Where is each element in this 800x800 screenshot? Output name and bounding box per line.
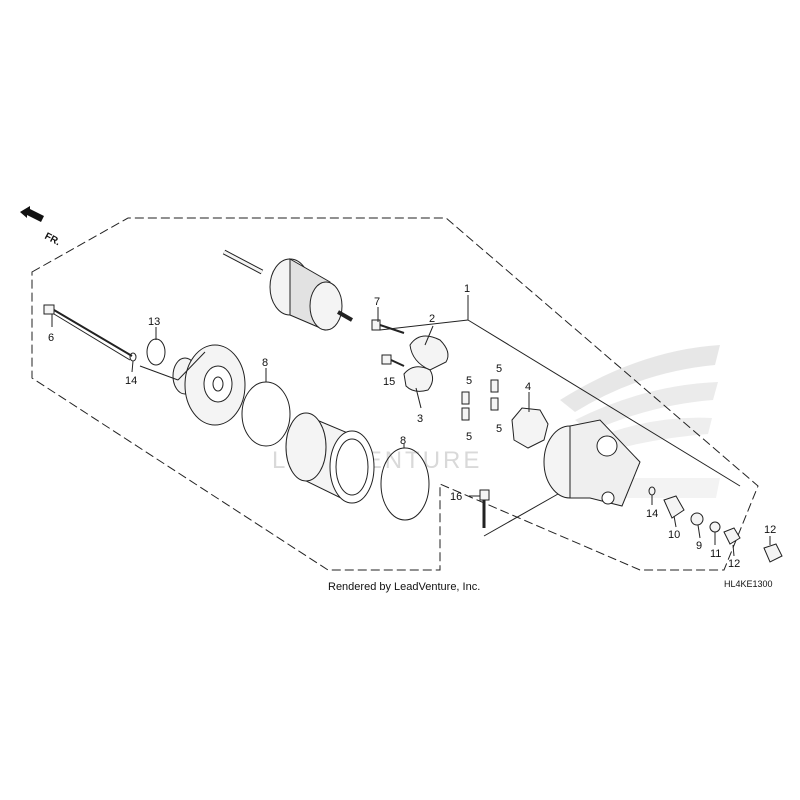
callout-14-a: 14 bbox=[125, 375, 137, 387]
callout-12-a: 12 bbox=[728, 558, 740, 570]
callout-10: 10 bbox=[668, 529, 680, 541]
render-credit: Rendered by LeadVenture, Inc. bbox=[328, 581, 480, 593]
part-brush-springs bbox=[461, 379, 499, 421]
part-bolt-16 bbox=[479, 489, 490, 528]
part-terminal-insulator bbox=[663, 495, 685, 519]
part-screw-7 bbox=[371, 319, 405, 334]
part-brush-plate bbox=[403, 366, 434, 392]
callout-1: 1 bbox=[464, 283, 470, 295]
callout-11: 11 bbox=[710, 548, 721, 560]
part-brush-holder bbox=[409, 335, 449, 371]
part-rear-cover bbox=[543, 419, 641, 507]
callout-4: 4 bbox=[525, 381, 531, 393]
part-spring-washer-11 bbox=[709, 521, 721, 533]
front-arrow-icon bbox=[20, 206, 44, 222]
callout-5-a: 5 bbox=[496, 363, 502, 375]
part-o-ring-large-front bbox=[241, 381, 291, 447]
front-label: FR. bbox=[43, 231, 63, 248]
callout-5-d: 5 bbox=[466, 431, 472, 443]
part-washer-left bbox=[129, 352, 137, 362]
part-screw-15 bbox=[381, 354, 405, 367]
callout-12-b: 12 bbox=[764, 524, 776, 536]
callout-5-b: 5 bbox=[466, 375, 472, 387]
callout-5-c: 5 bbox=[496, 423, 502, 435]
callout-16: 16 bbox=[450, 491, 462, 503]
callout-13: 13 bbox=[148, 316, 160, 328]
part-nut-12-inner bbox=[723, 527, 741, 545]
part-washer-9 bbox=[690, 512, 704, 526]
part-nut-12-outer bbox=[763, 543, 783, 563]
wing-watermark-icon bbox=[560, 345, 720, 498]
part-motor-yoke bbox=[285, 412, 375, 504]
callout-8-a: 8 bbox=[262, 357, 268, 369]
callout-14-b: 14 bbox=[646, 508, 658, 520]
callout-labels: 1 2 3 4 5 5 5 5 6 7 8 8 9 10 11 12 12 13… bbox=[48, 283, 776, 570]
callout-2: 2 bbox=[429, 313, 435, 325]
callout-3: 3 bbox=[417, 413, 423, 425]
part-insulator bbox=[511, 407, 549, 449]
callout-9: 9 bbox=[696, 540, 702, 552]
diagram-code: HL4KE1300 bbox=[724, 579, 773, 589]
part-through-bolt bbox=[43, 304, 133, 361]
part-armature bbox=[222, 249, 353, 331]
callout-8-b: 8 bbox=[400, 435, 406, 447]
part-o-ring-small bbox=[146, 338, 166, 366]
callout-7: 7 bbox=[374, 296, 380, 308]
leader-lines bbox=[51, 295, 771, 557]
callout-15: 15 bbox=[383, 376, 395, 388]
part-front-cover bbox=[172, 344, 246, 426]
callout-6: 6 bbox=[48, 332, 54, 344]
part-o-ring-large-rear bbox=[380, 447, 430, 521]
front-direction-marker: FR. bbox=[20, 206, 62, 248]
assembly-boundary bbox=[31, 217, 759, 571]
